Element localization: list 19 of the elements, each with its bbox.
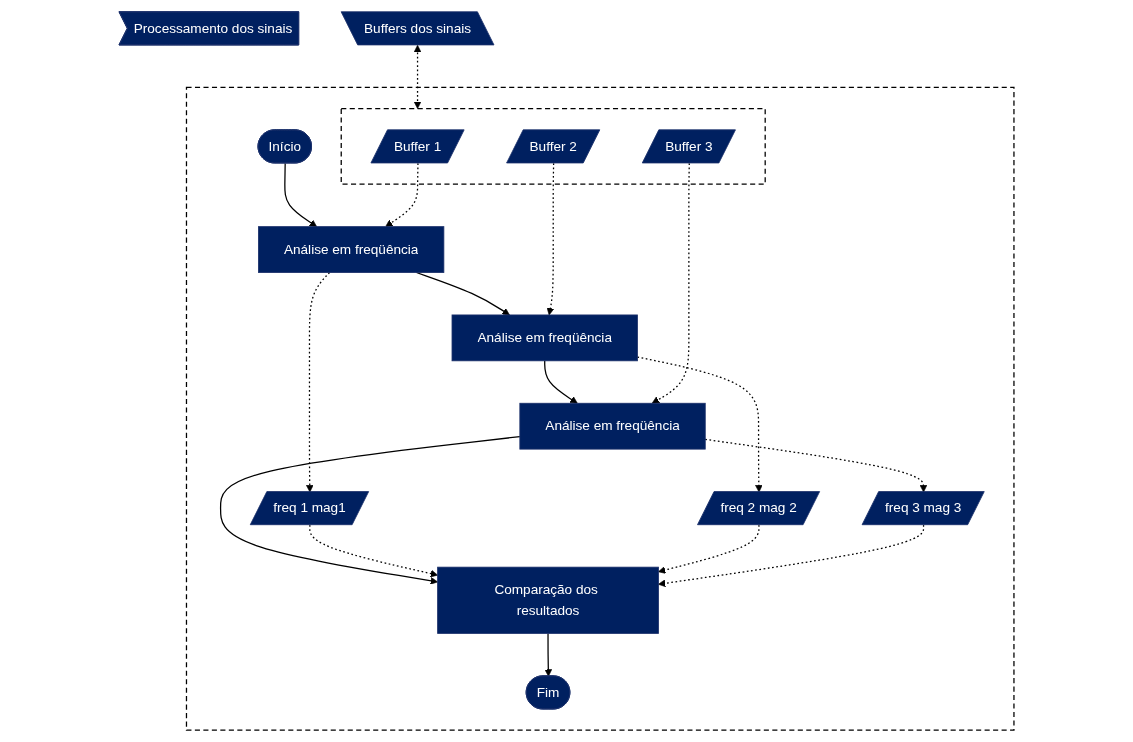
cluster (185, 86, 1015, 731)
node-box: Análise em freqüência (258, 226, 445, 273)
arrow (309, 524, 438, 578)
arrow (284, 162, 318, 227)
node-box: Comparação dos resultados (437, 566, 659, 634)
node-box: Análise em freqüência (519, 402, 706, 450)
arrow (385, 162, 419, 227)
arrow (544, 632, 553, 677)
cluster (340, 107, 766, 185)
arrow (636, 356, 763, 493)
arrow (658, 524, 760, 574)
arrow (546, 162, 555, 316)
node-box: Análise em freqüência (451, 314, 638, 362)
arrow (219, 436, 521, 585)
arrow (306, 271, 331, 493)
arrow (651, 162, 690, 404)
arrow (658, 524, 925, 587)
arrow (413, 44, 422, 109)
arrow (544, 360, 578, 404)
